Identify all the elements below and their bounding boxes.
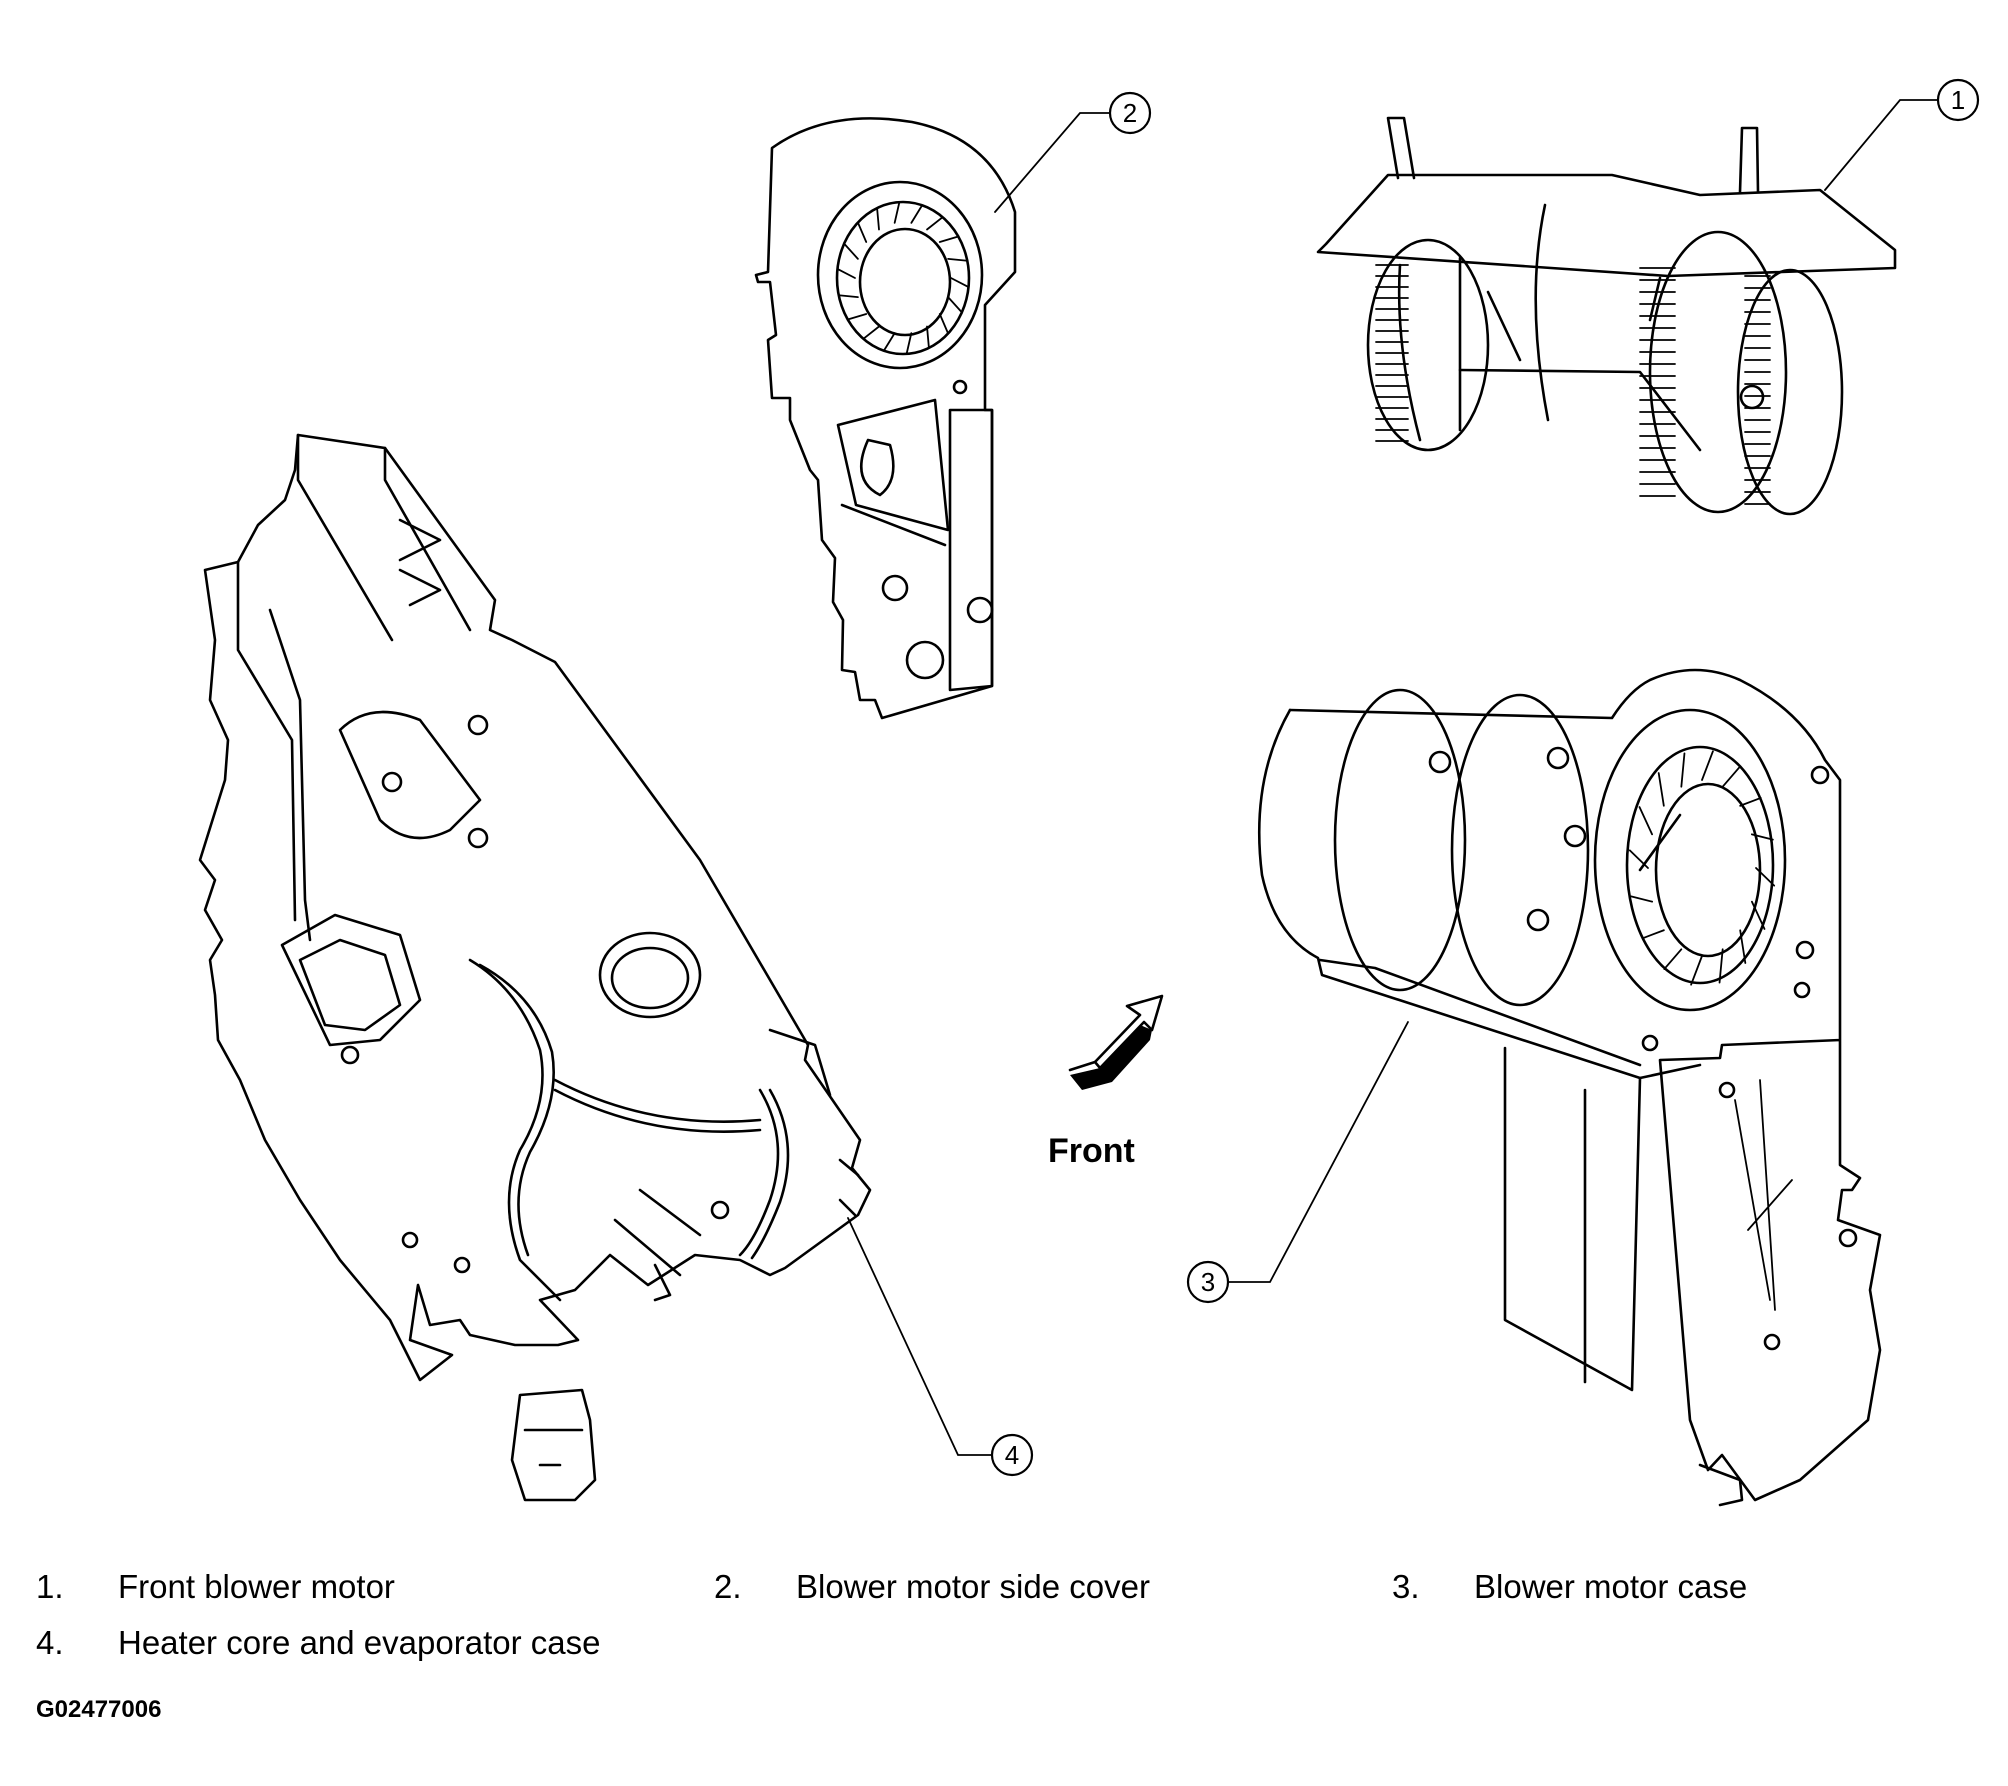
callout-4-number: 4 [1005, 1440, 1019, 1470]
callout-2: 2 [994, 91, 1152, 213]
legend-row-2: 4. Heater core and evaporator case [36, 1624, 1976, 1680]
exploded-view-diagram: Front 1 2 3 4 [198, 78, 1980, 1507]
detail-line [1663, 948, 1683, 970]
detail-line [1690, 955, 1703, 986]
detail-line [1701, 750, 1714, 781]
legend-item-2-text: Blower motor side cover [796, 1568, 1150, 1605]
callout-2-number: 2 [1123, 98, 1137, 128]
detail-line [1721, 766, 1741, 788]
detail-line [947, 257, 969, 262]
detail-line [938, 313, 950, 335]
detail-line [947, 296, 963, 314]
detail-line [1657, 772, 1665, 807]
callout-4: 4 [847, 1217, 1034, 1477]
legend-item-1: 1. Front blower motor [36, 1568, 395, 1606]
detail-line [1638, 806, 1654, 836]
front-label: Front [1048, 1132, 1135, 1170]
detail-line [843, 242, 859, 260]
legend-item-4-text: Heater core and evaporator case [118, 1624, 601, 1661]
legend-item-4-number: 4. [36, 1624, 64, 1661]
detail-line [1755, 867, 1776, 887]
legend-item-1-text: Front blower motor [118, 1568, 395, 1605]
legend-item-1-number: 1. [36, 1568, 64, 1605]
legend-item-2: 2. Blower motor side cover [714, 1568, 1150, 1606]
legend-item-3: 3. Blower motor case [1392, 1568, 1747, 1606]
figure-id: G02477006 [36, 1696, 162, 1723]
detail-line [893, 201, 901, 224]
blower-motor-side-cover-drawing [754, 117, 1017, 720]
callout-3-number: 3 [1201, 1267, 1215, 1297]
legend-item-2-number: 2. [714, 1568, 742, 1605]
detail-line [837, 294, 859, 299]
legend-item-4: 4. Heater core and evaporator case [36, 1624, 600, 1662]
front-blower-motor-drawing [1316, 116, 1897, 516]
legend-item-3-text: Blower motor case [1474, 1568, 1748, 1605]
blower-motor-case-drawing [1257, 668, 1882, 1507]
detail-line [910, 204, 924, 224]
detail-line [846, 313, 868, 321]
detail-line [1739, 797, 1762, 807]
detail-line [1739, 929, 1747, 964]
detail-line [1750, 833, 1774, 841]
detail-line [1628, 849, 1649, 869]
detail-line [926, 325, 930, 349]
detail-line [876, 207, 880, 231]
legend-row-1: 1. Front blower motor 2. Blower motor side… [36, 1568, 1976, 1624]
detail-line [1630, 895, 1654, 903]
callout-1-number: 1 [1951, 85, 1965, 115]
legend-item-3-number: 3. [1392, 1568, 1420, 1605]
heater-core-evaporator-case-drawing [198, 433, 872, 1502]
detail-line [1680, 752, 1686, 788]
detail-line [938, 235, 960, 243]
detail-line [862, 325, 880, 340]
detail-line [1638, 813, 1682, 872]
detail-line [1718, 948, 1724, 984]
detail-line [905, 332, 913, 355]
detail-line [882, 332, 896, 352]
callout-1: 1 [1824, 78, 1980, 191]
callout-3: 3 [1186, 1021, 1409, 1304]
detail-line [1642, 929, 1665, 939]
detail-line [926, 216, 944, 231]
detail-line [1750, 900, 1766, 930]
detail-line [856, 221, 868, 243]
detail-line [950, 277, 970, 288]
front-arrow-icon [1068, 994, 1164, 1090]
detail-line [836, 268, 856, 279]
parts-legend: 1. Front blower motor 2. Blower motor side… [36, 1568, 1976, 1680]
